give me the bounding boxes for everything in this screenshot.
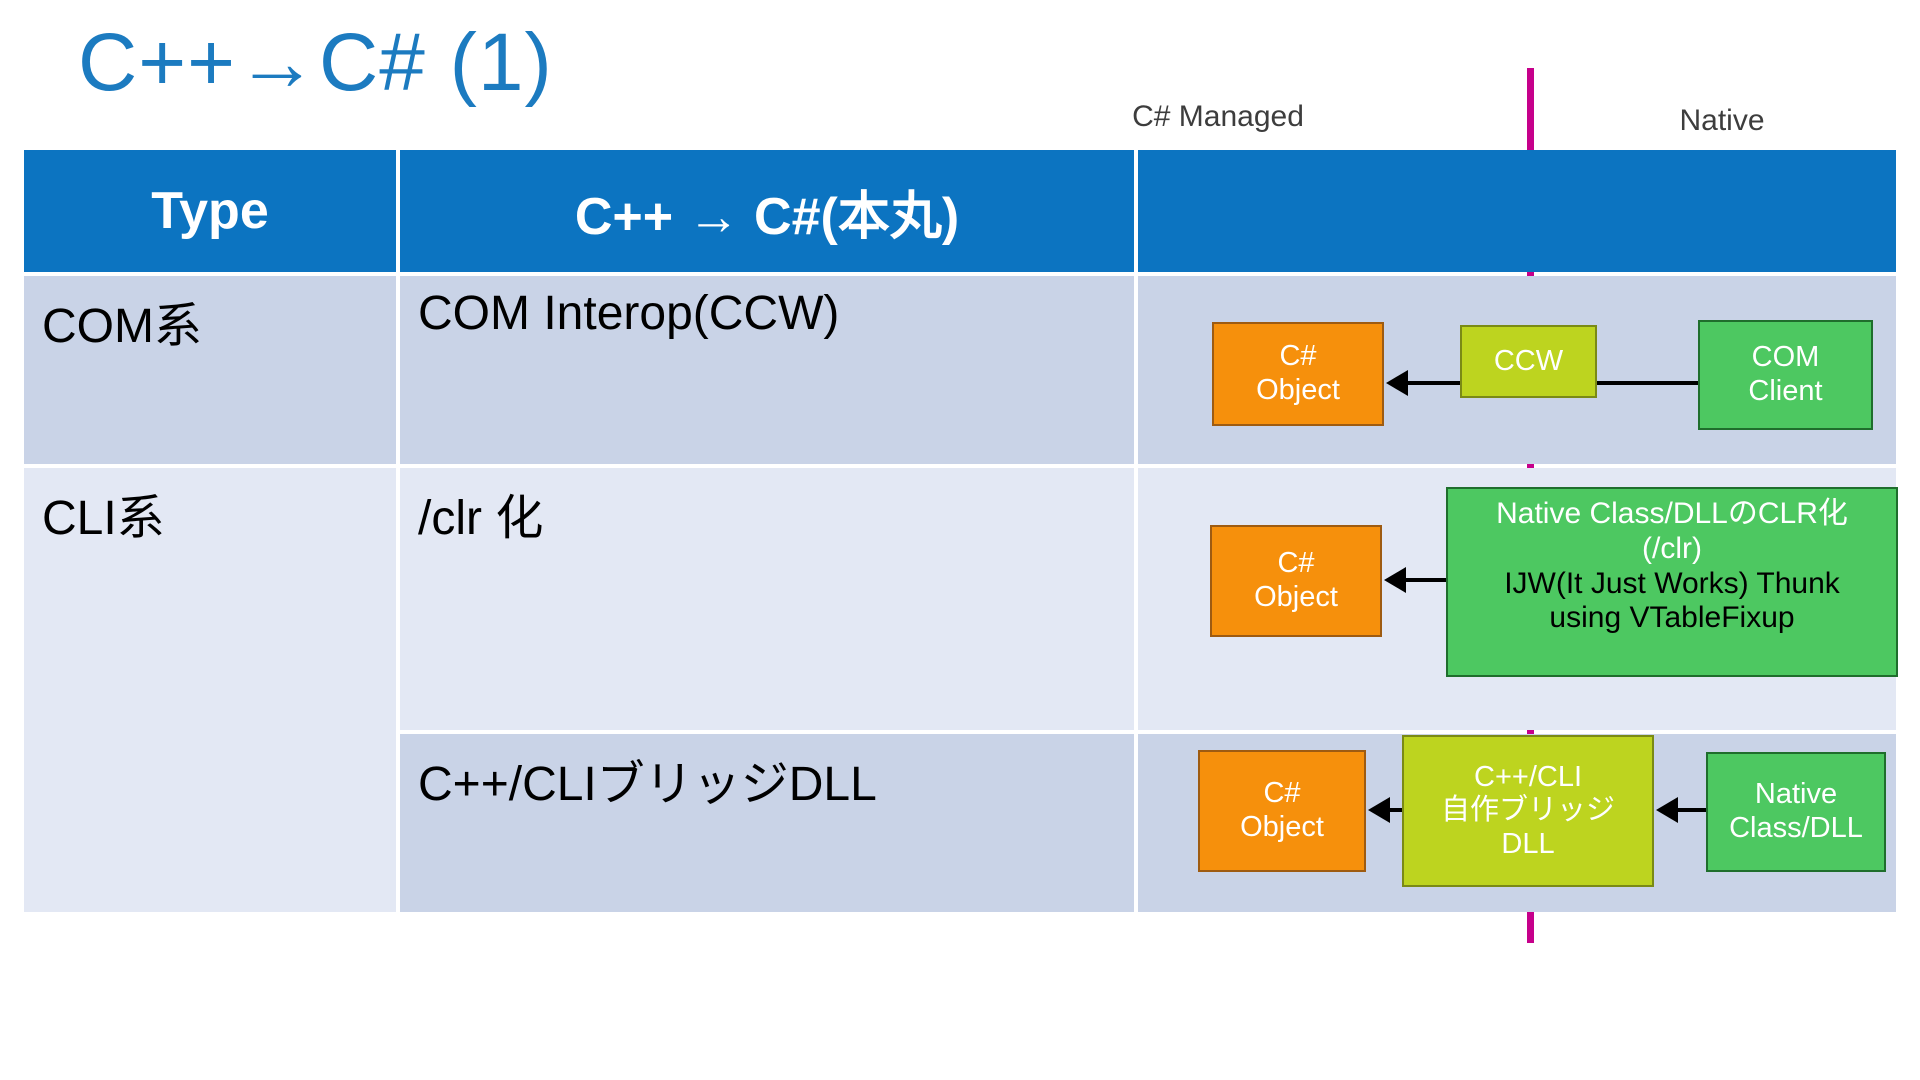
row1-com-client-line-1: COM [1751, 341, 1820, 374]
table-row-2-method: /clr 化 [418, 492, 544, 545]
row1-csharp-object-line-2: Object [1256, 374, 1340, 406]
row1-csharp-object-line-1: C# [1279, 340, 1317, 373]
table-row-1-method-cell: COM Interop(CCW) [400, 276, 1134, 464]
row1-com-client-box: COM Client [1698, 320, 1873, 430]
row3-cppcli-bridge-line-2: 自作ブリッジ [1440, 794, 1615, 827]
row3-cppcli-bridge-line-3: DLL [1501, 827, 1555, 860]
row2-clr-native-line-1: Native Class/DLLのCLR化 [1496, 497, 1848, 530]
row2-clr-native-line-4: using VTableFixup [1549, 601, 1795, 635]
row3-csharp-object-line-1: C# [1263, 777, 1301, 810]
row3-arrow-head [1368, 797, 1390, 823]
row1-arrow2-line [1597, 381, 1698, 385]
row1-ccw-box: CCW [1460, 325, 1597, 398]
row2-clr-native-line-2: (/clr) [1642, 531, 1702, 565]
table-header-type-label: Type [151, 182, 269, 240]
row3-native-class-line-2: Class/DLL [1729, 812, 1863, 844]
table-row-1-method: COM Interop(CCW) [418, 287, 840, 340]
zone-label-managed: C# Managed [1132, 100, 1304, 133]
row2-clr-native-box: Native Class/DLLのCLR化 (/clr) IJW(It Just… [1446, 487, 1898, 677]
row3-native-class-line-1: Native [1754, 778, 1838, 811]
row1-com-client-line-2: Client [1748, 375, 1823, 407]
table-row-3-method-cell: C++/CLIブリッジDLL [400, 734, 1134, 912]
row2-csharp-object-box: C# Object [1210, 525, 1382, 637]
row3-csharp-object-box: C# Object [1198, 750, 1366, 872]
table-header-method-label: C++ → C#(本丸) [574, 187, 960, 246]
row2-csharp-object-line-1: C# [1277, 547, 1315, 580]
row1-ccw-label: CCW [1493, 344, 1564, 377]
row2-csharp-object-line-2: Object [1254, 581, 1338, 613]
table-row-1-type: COM系 [42, 300, 202, 353]
row3-native-class-box: Native Class/DLL [1706, 752, 1886, 872]
table-row-1-type-cell: COM系 [24, 276, 396, 464]
row1-csharp-object-box: C# Object [1212, 322, 1384, 426]
table-row-2-type: CLI系 [42, 492, 165, 545]
table-row-2-method-cell: /clr 化 [400, 468, 1134, 730]
table-header-method: C++ → C#(本丸) [400, 150, 1134, 272]
page-title: C++→C# (1) [78, 17, 553, 108]
row1-arrow-head [1386, 370, 1408, 396]
table-row-2-type-cell: CLI系 [24, 468, 396, 912]
row3-cppcli-bridge-box: C++/CLI 自作ブリッジ DLL [1402, 735, 1654, 887]
row2-clr-native-line-3: IJW(It Just Works) Thunk [1504, 566, 1840, 600]
row3-arrow2-head [1656, 797, 1678, 823]
table-header-diagram [1138, 150, 1896, 272]
row3-arrow2-line [1676, 808, 1706, 812]
row3-csharp-object-line-2: Object [1240, 811, 1324, 843]
table-row-3-method: C++/CLIブリッジDLL [418, 758, 877, 811]
zone-label-native: Native [1679, 104, 1765, 137]
row3-cppcli-bridge-line-1: C++/CLI [1474, 760, 1582, 793]
table-header-type: Type [24, 150, 396, 272]
row2-arrow-head [1384, 567, 1406, 593]
